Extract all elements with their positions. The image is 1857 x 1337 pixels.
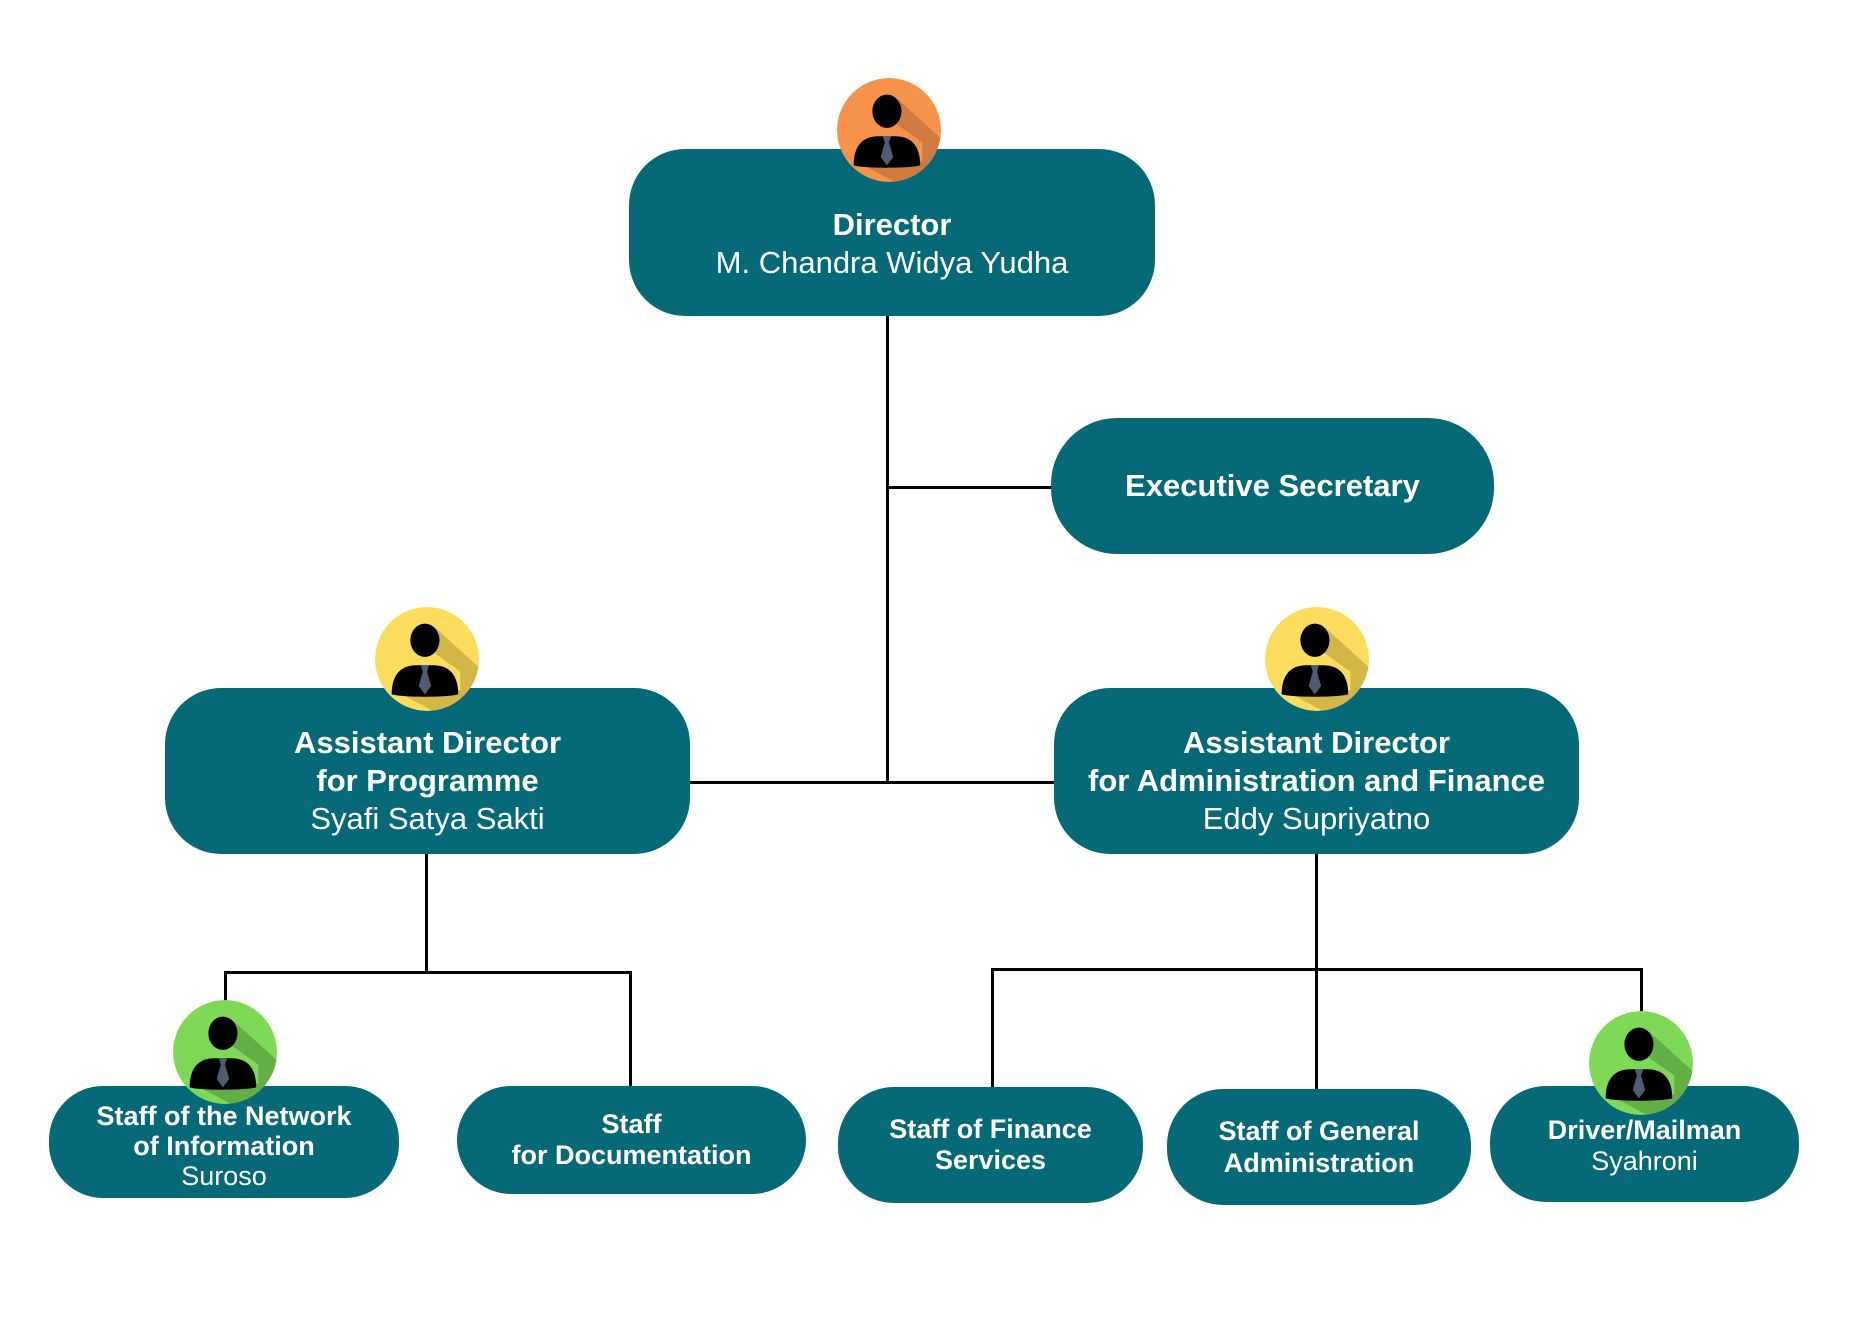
director-title: Director [832, 206, 952, 242]
connector-director-trunk [886, 316, 889, 784]
staff-general-admin-title-1: Staff of General [1218, 1116, 1420, 1146]
connector-network-drop [224, 971, 227, 1011]
staff-network-name: Suroso [181, 1161, 267, 1191]
connector-executive-secretary [886, 486, 1052, 489]
avatar-head [1300, 623, 1330, 657]
avatar-head [1624, 1027, 1654, 1061]
assistant-programme-title-2: for Programme [316, 763, 539, 798]
connector-admin-drop [1315, 853, 1318, 1089]
avatar-driver-mailman [1589, 1011, 1693, 1115]
avatar-staff-network [173, 1000, 277, 1104]
avatar-director [837, 78, 941, 182]
avatar-tie [1632, 1069, 1646, 1099]
assistant-admin-finance-name: Eddy Supriyatno [1202, 801, 1431, 836]
staff-network-title-1: Staff of the Network [96, 1101, 352, 1131]
assistant-programme-title-1: Assistant Director [293, 725, 562, 760]
node-driver-mailman[interactable]: Driver/Mailman Syahroni [1490, 1086, 1799, 1202]
staff-finance-title-1: Staff of Finance [889, 1114, 1092, 1144]
avatar-tie [216, 1058, 230, 1088]
staff-finance-title-2: Services [934, 1145, 1047, 1175]
avatar-tie [880, 136, 894, 166]
staff-documentation-title-1: Staff [601, 1109, 662, 1139]
staff-general-admin-title-2: Administration [1223, 1148, 1415, 1178]
person-tie-icon [1589, 1011, 1693, 1115]
connector-admin-bar [991, 968, 1643, 971]
avatar-assistant-programme [375, 607, 479, 711]
staff-documentation-title-2: for Documentation [511, 1140, 752, 1170]
node-staff-network[interactable]: Staff of the Network of Information Suro… [49, 1086, 399, 1198]
assistant-admin-finance-title-1: Assistant Director [1182, 725, 1451, 760]
assistant-programme-name: Syafi Satya Sakti [310, 801, 545, 836]
driver-mailman-name: Syahroni [1591, 1146, 1698, 1176]
executive-secretary-title: Executive Secretary [1125, 468, 1420, 503]
node-director[interactable]: Director M. Chandra Widya Yudha [629, 149, 1155, 316]
node-staff-finance[interactable]: Staff of Finance Services [838, 1087, 1143, 1203]
node-executive-secretary[interactable]: Executive Secretary [1051, 418, 1494, 554]
driver-mailman-title: Driver/Mailman [1547, 1115, 1742, 1145]
connector-documentation-drop [629, 971, 632, 1086]
staff-network-title-2: of Information [133, 1131, 315, 1161]
connector-programme-bar [224, 971, 632, 974]
connector-assistants [690, 781, 1056, 784]
node-assistant-programme[interactable]: Assistant Director for Programme Syafi S… [165, 688, 690, 854]
connector-programme-drop [425, 854, 428, 973]
assistant-admin-finance-title-2: for Administration and Finance [1088, 763, 1545, 798]
node-staff-general-admin[interactable]: Staff of General Administration [1167, 1089, 1471, 1205]
director-name: M. Chandra Widya Yudha [715, 244, 1069, 280]
avatar-tie [418, 665, 432, 695]
avatar-tie [1308, 665, 1322, 695]
avatar-head [208, 1016, 238, 1050]
avatar-assistant-admin-finance [1265, 607, 1369, 711]
avatar-head [410, 623, 440, 657]
node-staff-documentation[interactable]: Staff for Documentation [457, 1086, 806, 1194]
connector-finance-drop [991, 968, 994, 1088]
connector-driver-drop [1640, 968, 1643, 1013]
person-tie-icon [1265, 607, 1369, 711]
person-tie-icon [173, 1000, 277, 1104]
avatar-head [872, 94, 902, 128]
person-tie-icon [837, 78, 941, 182]
node-assistant-admin-finance[interactable]: Assistant Director for Administration an… [1054, 688, 1579, 854]
person-tie-icon [375, 607, 479, 711]
